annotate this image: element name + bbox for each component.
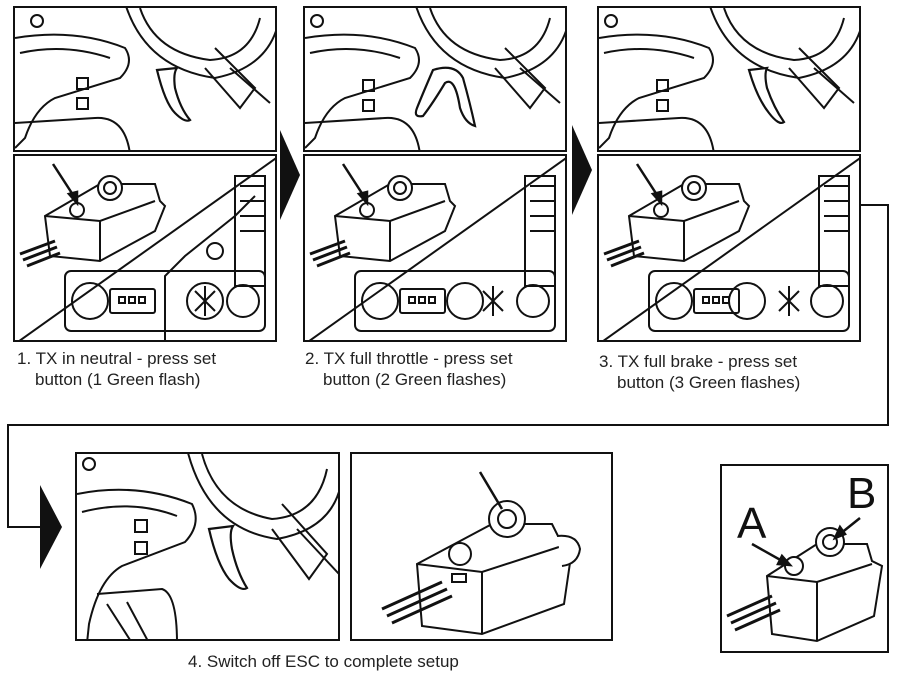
pointer-arrow-a xyxy=(751,542,794,567)
esc-module xyxy=(333,175,457,263)
step4-transmitter-panel xyxy=(75,452,340,641)
esc-buttons-legend-illustration: A B xyxy=(726,469,884,643)
label-b: B xyxy=(847,469,876,518)
step1-esc-panel xyxy=(13,154,277,342)
step1-transmitter-panel xyxy=(13,6,277,152)
step3-esc-panel xyxy=(597,154,861,342)
esc-throttle-illustration xyxy=(308,157,565,340)
pointer-arrow xyxy=(478,471,504,510)
pointer-arrow xyxy=(51,163,79,207)
trigger-shape xyxy=(207,524,249,591)
step3-caption-line1: 3. TX full brake - press set xyxy=(599,352,798,371)
label-a: A xyxy=(737,499,767,548)
step4-caption: 4. Switch off ESC to complete setup xyxy=(188,652,459,671)
pointer-arrow xyxy=(635,163,663,207)
step2-esc-panel xyxy=(303,154,567,342)
step3-transmitter-panel xyxy=(597,6,861,152)
button-legend-panel: A B xyxy=(720,464,889,653)
step-arrow-2-to-3 xyxy=(572,125,592,215)
transmitter-off-illustration xyxy=(77,454,338,639)
esc-switch-off-illustration xyxy=(381,471,582,636)
transmitter-throttle-illustration xyxy=(305,8,565,150)
step3-caption-line2: button (3 Green flashes) xyxy=(617,373,801,392)
esc-module xyxy=(765,527,884,643)
step3-caption: 3. TX full brake - press set button (3 G… xyxy=(599,351,889,393)
step2-caption-line1: 2. TX full throttle - press set xyxy=(305,349,513,368)
step1-caption: 1. TX in neutral - press set button (1 G… xyxy=(17,348,281,390)
esc-module xyxy=(43,175,167,263)
step1-caption-line2: button (1 Green flash) xyxy=(35,370,201,389)
step4-esc-panel xyxy=(350,452,613,641)
esc-module xyxy=(627,175,751,263)
trigger-shape xyxy=(155,66,192,122)
trigger-shape xyxy=(747,66,786,125)
pointer-arrow xyxy=(341,163,369,207)
step2-caption: 2. TX full throttle - press set button (… xyxy=(305,348,585,390)
trigger-shape xyxy=(414,66,477,128)
esc-module xyxy=(415,500,582,636)
step-arrow-3-to-4 xyxy=(40,485,62,569)
esc-brake-illustration xyxy=(602,157,859,340)
transmitter-neutral-illustration xyxy=(15,8,275,150)
pointer-arrow-b xyxy=(832,517,861,541)
step1-caption-line1: 1. TX in neutral - press set xyxy=(17,349,217,368)
step2-caption-line2: button (2 Green flashes) xyxy=(323,370,507,389)
esc-neutral-illustration xyxy=(18,157,275,340)
transmitter-brake-illustration xyxy=(599,8,859,150)
step2-transmitter-panel xyxy=(303,6,567,152)
step-arrow-1-to-2 xyxy=(280,130,300,220)
